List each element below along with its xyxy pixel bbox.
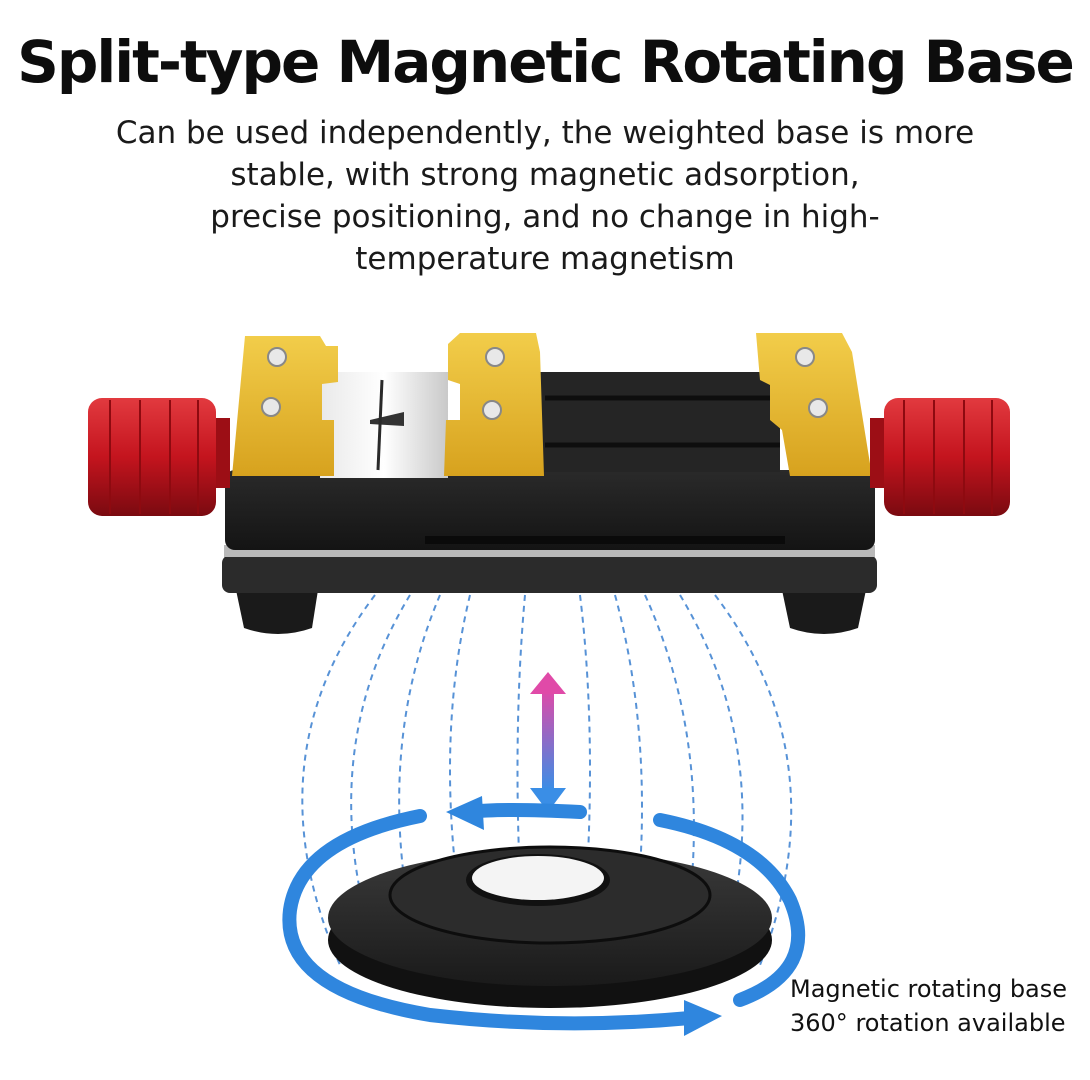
right-foot bbox=[782, 590, 866, 634]
bottom-plate bbox=[222, 555, 877, 593]
page-title: Split-type Magnetic Rotating Base bbox=[17, 28, 1075, 96]
subtitle-line-2: stable, with strong magnetic adsorption, bbox=[230, 157, 860, 193]
subtitle: Can be used independently, the weighted … bbox=[95, 112, 995, 280]
subtitle-line-4: temperature magnetism bbox=[355, 241, 735, 277]
clamp-fixture bbox=[88, 333, 1010, 634]
slot bbox=[425, 536, 785, 544]
right-red-knob bbox=[870, 398, 1010, 516]
subtitle-line-3: precise positioning, and no change in hi… bbox=[210, 199, 880, 235]
left-foot bbox=[236, 590, 318, 634]
caption-line-2: 360° rotation available bbox=[790, 1009, 1066, 1037]
caption-line-1: Magnetic rotating base bbox=[790, 975, 1068, 1003]
left-gold-jaw bbox=[232, 336, 338, 476]
rotation-arrowhead-top bbox=[446, 796, 484, 830]
rotation-arrowhead-bottom bbox=[684, 1000, 722, 1036]
main-block bbox=[225, 470, 875, 550]
caption: Magnetic rotating base 360° rotation ava… bbox=[790, 972, 1080, 1040]
rotating-base-disk bbox=[328, 845, 772, 1008]
subtitle-line-1: Can be used independently, the weighted … bbox=[115, 115, 975, 151]
silver-plate bbox=[320, 372, 448, 478]
left-red-knob bbox=[88, 398, 230, 516]
up-down-arrow bbox=[530, 672, 566, 812]
rail-top bbox=[540, 372, 780, 472]
